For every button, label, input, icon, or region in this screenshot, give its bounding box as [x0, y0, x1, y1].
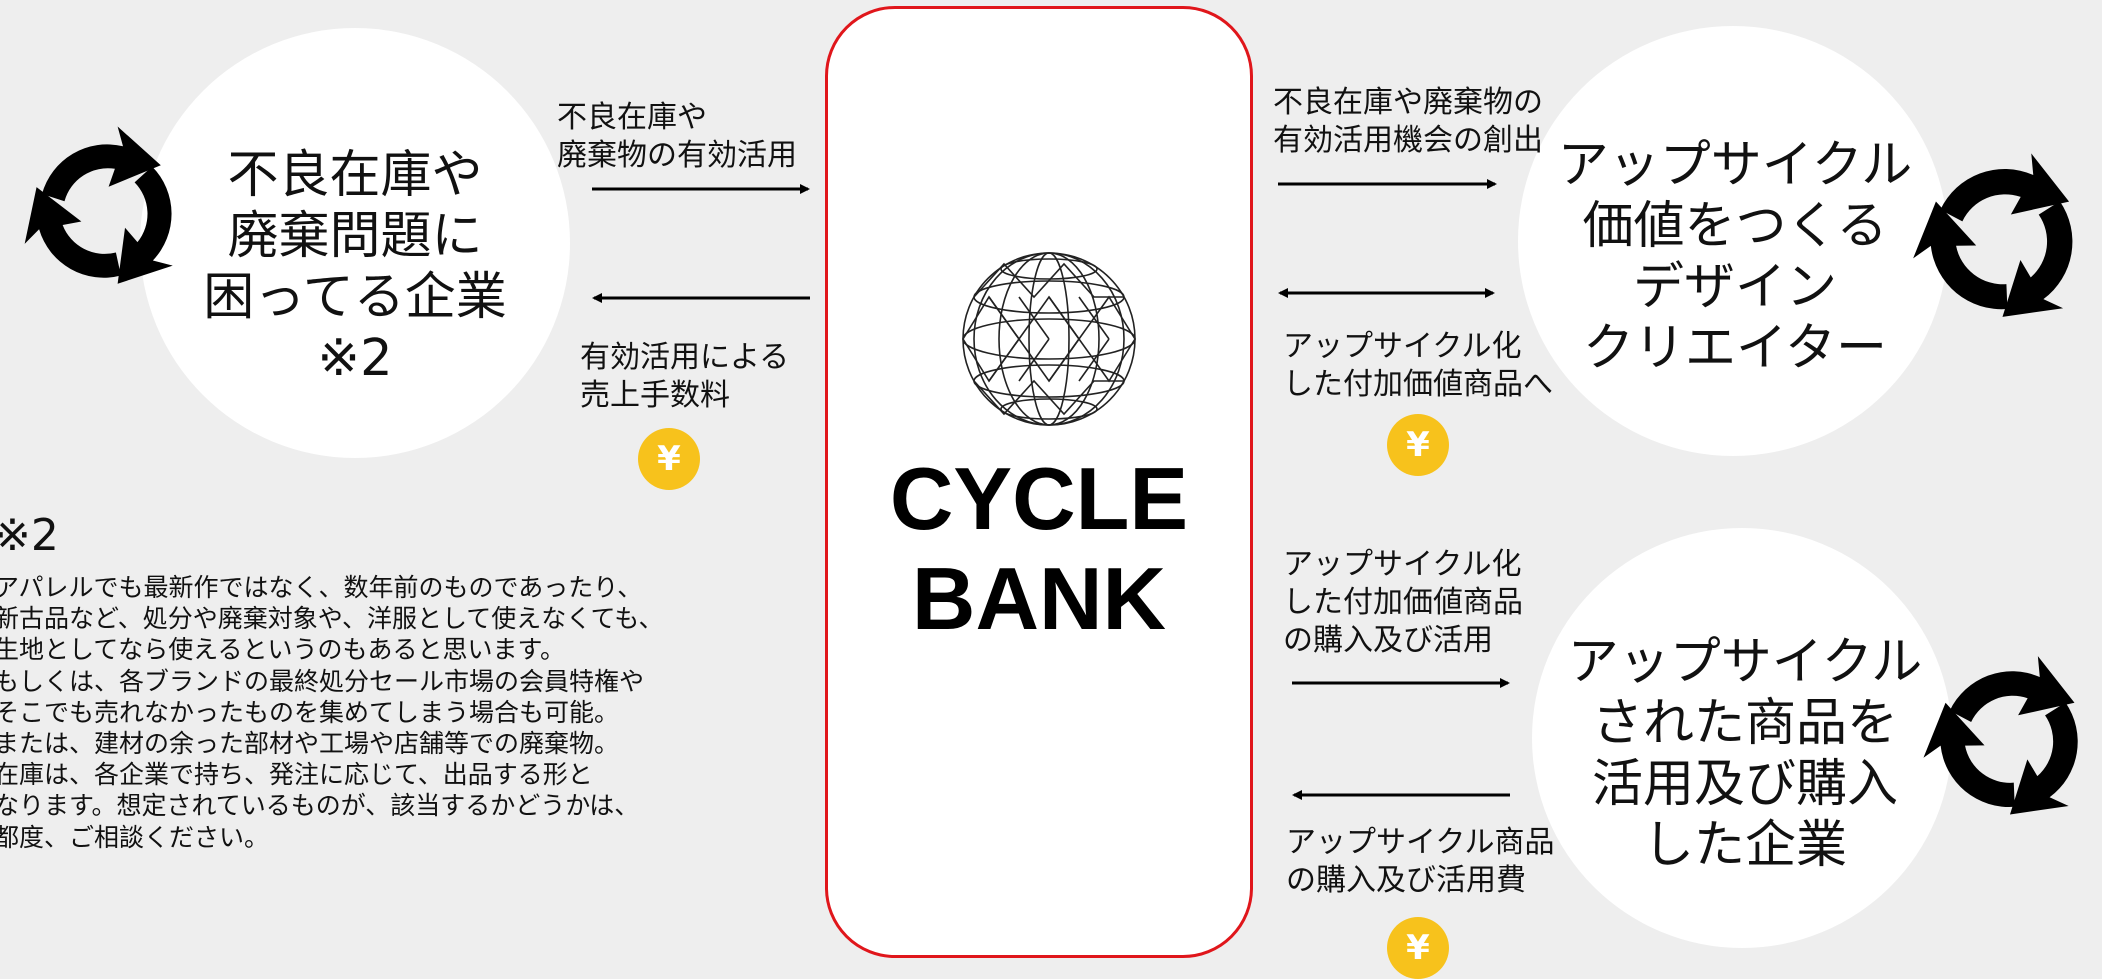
recycle-icon — [1913, 153, 2073, 317]
recycle-icon — [1923, 656, 2078, 815]
flow-label-commission: 有効活用による 売上手数料 — [580, 340, 790, 413]
flow-label-purchase: アップサイクル化 した付加価値商品 の購入及び活用 — [1283, 547, 1523, 658]
problem-company-label: 不良在庫や 廃棄問題に 困ってる企業 ※2 — [203, 146, 507, 388]
note-title: ※2 — [0, 510, 59, 561]
yen-icon: ¥ — [638, 428, 700, 490]
flow-label-fee: アップサイクル商品 の購入及び活用費 — [1286, 825, 1555, 898]
recycle-icon — [24, 126, 173, 284]
buyer-company-label: アップサイクル された商品を 活用及び購入 した企業 — [1567, 633, 1923, 875]
flow-label-opportunity: 不良在庫や廃棄物の 有効活用機会の創出 — [1273, 85, 1543, 158]
note-body: アパレルでも最新作ではなく、数年前のものであったり、 新古品など、処分や廃棄対象… — [0, 573, 664, 852]
creator-label: アップサイクル 価値をつくる デザイン クリエイター — [1557, 136, 1913, 378]
buyer-company-circle — [1532, 528, 1952, 948]
cycle-bank-panel: CYCLE BANK — [825, 6, 1253, 958]
flow-label-value-added: アップサイクル化 した付加価値商品へ — [1283, 329, 1553, 402]
flow-label-utilization: 不良在庫や 廃棄物の有効活用 — [557, 100, 797, 173]
problem-company-circle — [140, 28, 570, 458]
globe-icon — [962, 252, 1136, 426]
creator-circle — [1518, 26, 1948, 456]
platform-name: CYCLE BANK — [889, 449, 1189, 648]
yen-icon: ¥ — [1387, 414, 1449, 476]
yen-icon: ¥ — [1387, 917, 1449, 979]
